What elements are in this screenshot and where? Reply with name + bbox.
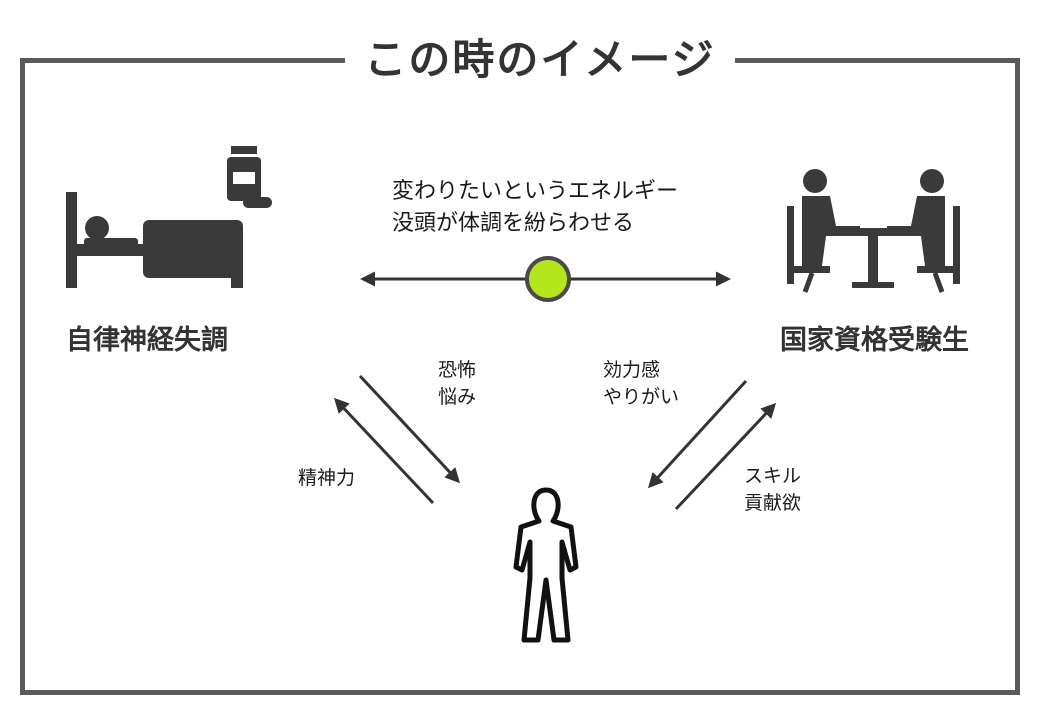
right-down-text: 効力感 やりがい [603, 357, 679, 411]
left-label: 自律神経失調 [66, 325, 228, 356]
left-up-line1: 精神力 [298, 467, 356, 489]
right-up-line2: 貢献欲 [744, 492, 802, 514]
right-down-line2: やりがい [603, 386, 680, 408]
diagram-title: この時のイメージ [345, 30, 735, 90]
right-label: 国家資格受験生 [780, 325, 969, 356]
meeting-table-icon [787, 169, 960, 293]
right-down-line1: 効力感 [603, 359, 661, 381]
arrow-right-up [674, 402, 777, 511]
center-text-line2: 没頭が体調を紛らわせる [392, 211, 635, 236]
arrow-left-up [333, 397, 435, 505]
left-down-line1: 恐怖 [438, 359, 477, 381]
hospital-bed-icon [66, 192, 243, 288]
medicine-bottle-icon [227, 146, 272, 208]
center-text-line1: 変わりたいというエネルギー [392, 179, 679, 204]
left-down-text: 恐怖 悩み [438, 357, 476, 411]
right-up-text: スキル 貢献欲 [744, 463, 801, 517]
left-down-line2: 悩み [438, 386, 477, 408]
center-text: 変わりたいというエネルギー 没頭が体調を紛らわせる [392, 176, 678, 240]
left-up-text: 精神力 [298, 465, 355, 492]
right-up-line1: スキル [744, 465, 802, 487]
arrow-left-down [358, 374, 461, 484]
arrow-right-down [647, 379, 748, 489]
tennis-ball-icon [525, 256, 571, 302]
standing-person-icon [513, 487, 579, 643]
